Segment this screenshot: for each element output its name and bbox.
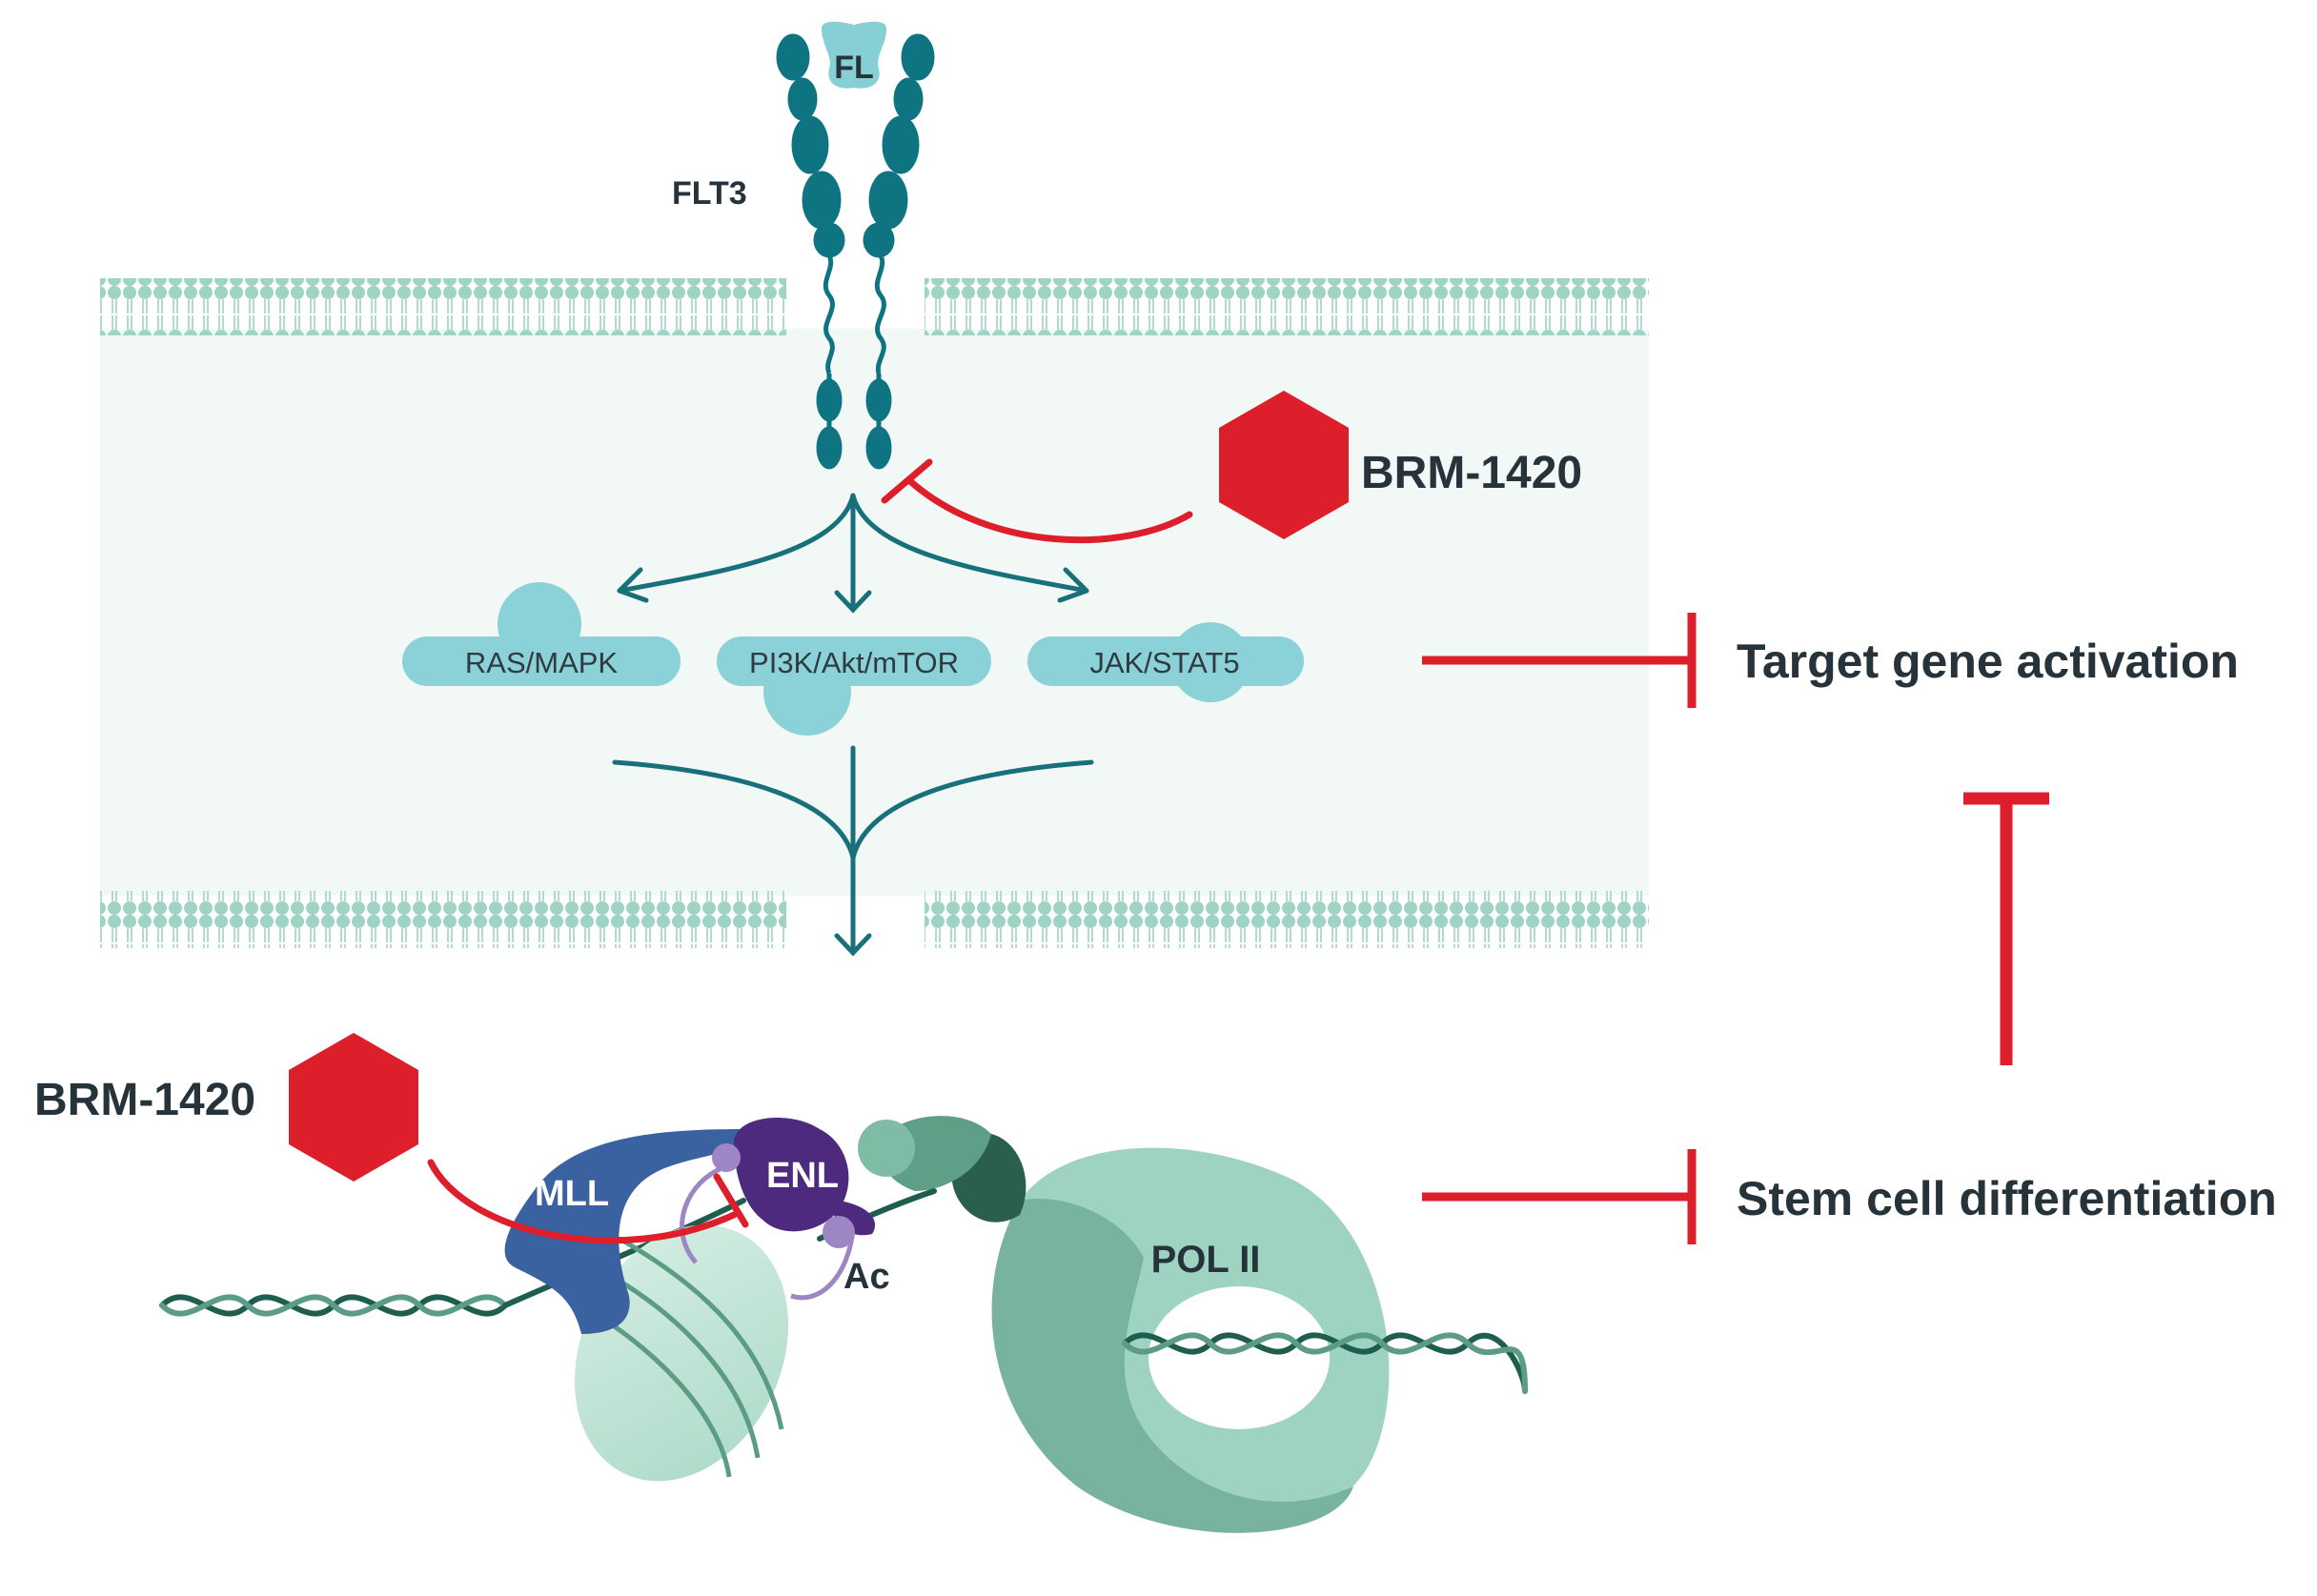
- receptor-label: FLT3: [672, 175, 747, 212]
- inhibition-target: [1422, 613, 1697, 708]
- inhibition-enl: [427, 1159, 749, 1244]
- ligand-label: FL: [834, 50, 874, 86]
- dna-strand: [159, 1188, 1528, 1394]
- fl-ligand: FL: [822, 21, 886, 89]
- drug-hexagon-top: [1219, 391, 1349, 539]
- converge-arrow: [612, 745, 1094, 957]
- enl-protein: ENL: [712, 1118, 876, 1248]
- signal-arrows: [617, 493, 1089, 614]
- drug-label-top: BRM-1420: [1361, 448, 1582, 498]
- histone-tails: [680, 1164, 856, 1301]
- acetyl-label: Ac: [843, 1257, 890, 1297]
- enl-label: ENL: [766, 1156, 839, 1196]
- mll-protein: MLL: [504, 1129, 753, 1334]
- pathway-label-ras: RAS/MAPK: [465, 646, 619, 679]
- membrane-top: [100, 278, 1649, 335]
- pathway-ras-mapk: RAS/MAPK: [402, 582, 681, 686]
- drug-label-bottom: BRM-1420: [34, 1075, 255, 1125]
- pathway-pi3k-akt-mtor: PI3K/Akt/mTOR: [717, 636, 991, 736]
- mll-label: MLL: [535, 1174, 609, 1214]
- inhibition-vertical: [1963, 792, 2049, 1065]
- outcome-target-activation: Target gene activation: [1737, 635, 2239, 688]
- inhibition-receptor: [881, 458, 1193, 544]
- drug-hexagon-bottom: [289, 1033, 418, 1182]
- pathway-label-pi3k: PI3K/Akt/mTOR: [749, 646, 959, 679]
- pol2-complex: POL II: [858, 1116, 1390, 1533]
- pol2-label: POL II: [1151, 1239, 1261, 1281]
- outcome-stem-differentiation: Stem cell differentiation: [1737, 1172, 2277, 1225]
- pathway-jak-stat5: JAK/STAT5: [1027, 622, 1304, 702]
- inhibition-stem: [1422, 1149, 1697, 1244]
- pathway-label-jak: JAK/STAT5: [1089, 646, 1239, 679]
- flt3-receptor: [776, 33, 935, 470]
- membrane-bottom: [100, 891, 1649, 948]
- nucleosome: [574, 1224, 789, 1482]
- cytoplasm: [100, 329, 1649, 896]
